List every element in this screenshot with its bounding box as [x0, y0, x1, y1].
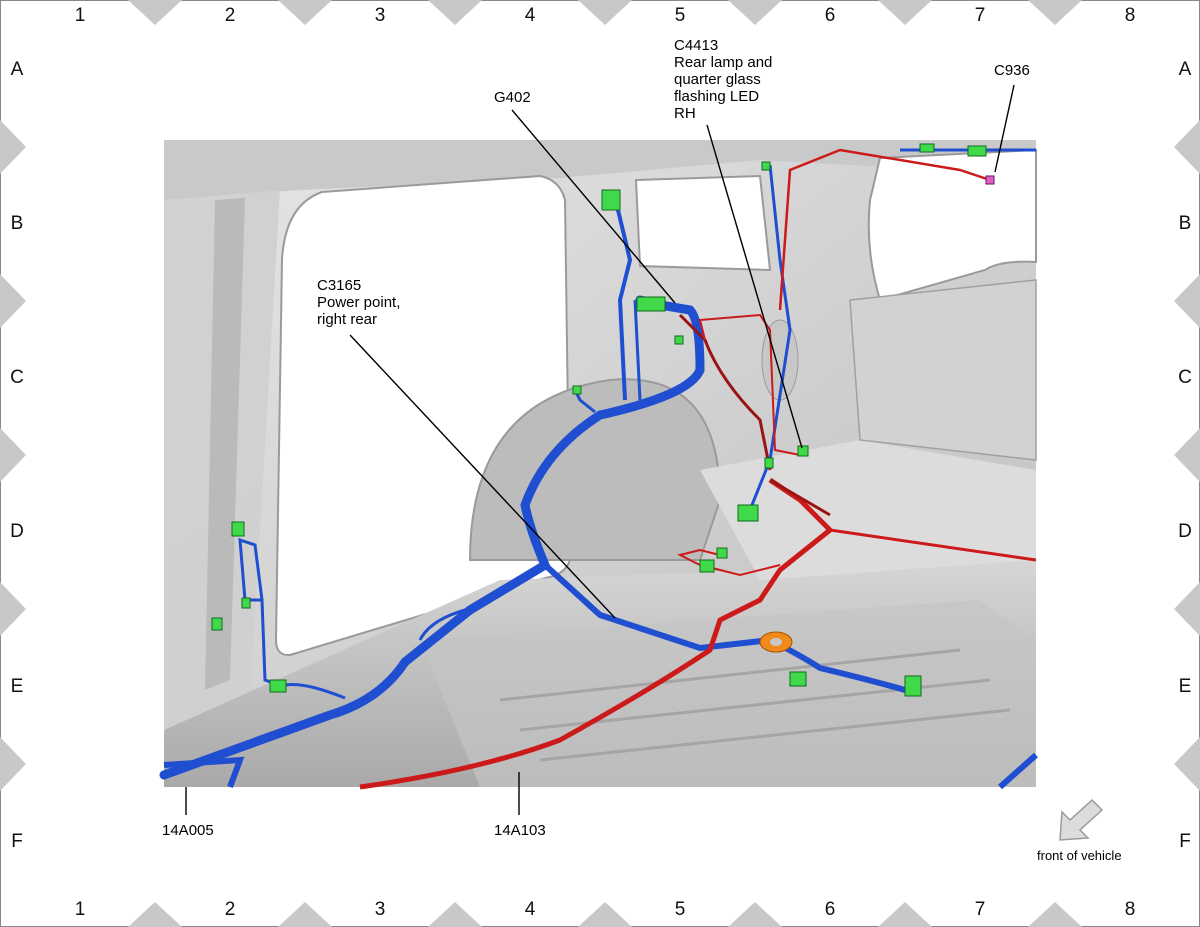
- edge-marker-left-4: [0, 737, 26, 791]
- row-label-left-E: E: [11, 676, 24, 697]
- callout-c936: C936: [994, 62, 1030, 79]
- edge-marker-top-3: [578, 0, 632, 25]
- edge-marker-top-0: [128, 0, 182, 25]
- callout-14a005: 14A005: [162, 822, 214, 839]
- edge-marker-bottom-3: [578, 902, 632, 927]
- vehicle-body-illustration: [164, 140, 1037, 787]
- edge-marker-right-0: [1174, 120, 1200, 174]
- callout-c3165: C3165 Power point, right rear: [317, 277, 400, 328]
- blue-harness-main: [159, 295, 705, 780]
- c3165-line-2: Power point,: [317, 294, 400, 311]
- column-label-top-3: 3: [375, 5, 386, 26]
- column-label-bottom-1: 1: [75, 899, 86, 920]
- row-label-left-D: D: [10, 521, 24, 542]
- column-label-bottom-5: 5: [675, 899, 686, 920]
- column-label-top-8: 8: [1125, 5, 1136, 26]
- edge-marker-left-1: [0, 274, 26, 328]
- c3165-line-1: C3165: [317, 277, 361, 294]
- c4413-line-2: Rear lamp and: [674, 54, 772, 71]
- column-label-top-6: 6: [825, 5, 836, 26]
- c4413-line-4: flashing LED: [674, 88, 759, 105]
- edge-marker-top-6: [1028, 0, 1082, 25]
- callout-g402: G402: [494, 89, 531, 106]
- row-labels-left: A B C D E F: [10, 59, 24, 852]
- red-harness-main: [359, 477, 834, 790]
- callout-14a103: 14A103: [494, 822, 546, 839]
- edge-marker-left-0: [0, 120, 26, 174]
- edge-marker-top-4: [728, 0, 782, 25]
- edge-marker-right-2: [1174, 428, 1200, 482]
- row-label-left-F: F: [11, 831, 23, 852]
- column-label-top-4: 4: [525, 5, 536, 26]
- column-label-top-7: 7: [975, 5, 986, 26]
- row-label-right-E: E: [1179, 676, 1192, 697]
- leader-lines: [185, 84, 1015, 815]
- orientation-label: front of vehicle: [1037, 848, 1122, 863]
- column-label-top-1: 1: [75, 5, 86, 26]
- c3165-line-3: right rear: [317, 311, 377, 328]
- column-label-top-2: 2: [225, 5, 236, 26]
- column-label-bottom-6: 6: [825, 899, 836, 920]
- column-labels-top: 1 2 3 4 5 6 7 8: [75, 5, 1136, 26]
- row-label-right-D: D: [1178, 521, 1192, 542]
- edge-marker-left-2: [0, 428, 26, 482]
- row-label-left-A: A: [11, 59, 24, 80]
- row-label-right-F: F: [1179, 831, 1191, 852]
- column-label-bottom-3: 3: [375, 899, 386, 920]
- edge-marker-right-1: [1174, 274, 1200, 328]
- column-label-top-5: 5: [675, 5, 686, 26]
- row-labels-right: A B C D E F: [1178, 59, 1192, 852]
- edge-marker-bottom-2: [428, 902, 482, 927]
- orientation-indicator: front of vehicle: [1037, 798, 1122, 863]
- arrow-down-left-icon: [1059, 798, 1104, 841]
- edge-marker-left-3: [0, 582, 26, 636]
- edge-marker-bottom-6: [1028, 902, 1082, 927]
- row-label-right-B: B: [1179, 213, 1192, 234]
- edge-marker-right-3: [1174, 582, 1200, 636]
- edge-marker-top-1: [278, 0, 332, 25]
- callout-c4413: C4413 Rear lamp and quarter glass flashi…: [674, 37, 772, 122]
- edge-marker-right-4: [1174, 737, 1200, 791]
- edge-marker-bottom-5: [878, 902, 932, 927]
- column-label-bottom-7: 7: [975, 899, 986, 920]
- column-label-bottom-8: 8: [1125, 899, 1136, 920]
- edge-marker-bottom-0: [128, 902, 182, 927]
- row-label-left-B: B: [11, 213, 24, 234]
- edge-marker-top-5: [878, 0, 932, 25]
- connectors: [211, 143, 995, 697]
- edge-marker-bottom-1: [278, 902, 332, 927]
- column-label-bottom-2: 2: [225, 899, 236, 920]
- edge-marker-bottom-4: [728, 902, 782, 927]
- c4413-line-1: C4413: [674, 37, 718, 54]
- c4413-line-3: quarter glass: [674, 71, 761, 88]
- edge-marker-top-2: [428, 0, 482, 25]
- column-labels-bottom: 1 2 3 4 5 6 7 8: [75, 899, 1136, 920]
- row-label-right-C: C: [1178, 367, 1192, 388]
- row-label-right-A: A: [1179, 59, 1192, 80]
- column-label-bottom-4: 4: [525, 899, 536, 920]
- row-label-left-C: C: [10, 367, 24, 388]
- c4413-line-5: RH: [674, 105, 696, 122]
